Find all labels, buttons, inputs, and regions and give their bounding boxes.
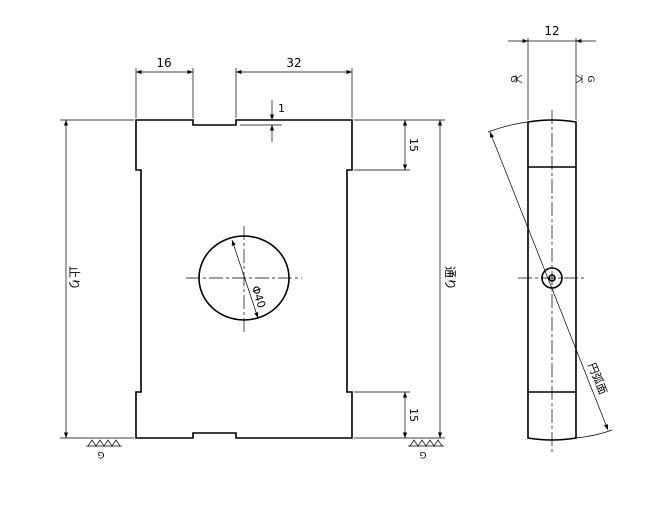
finish-mark-side-left: G [508,76,518,83]
front-plate-outline [135,119,353,439]
label-arc-surface: 円弧面 [585,361,610,397]
dim-15-bottom: 15 [407,408,420,422]
finish-mark-left: G [97,449,104,459]
dim-32: 32 [286,56,301,70]
dim-12: 12 [544,24,559,38]
finish-mark-side-right: G [585,76,595,83]
dim-1: 1 [278,102,285,115]
dim-15-top: 15 [407,138,420,152]
finish-mark-right: G [419,449,426,459]
label-pass: 通り [443,266,457,290]
label-stop: 止り [67,266,81,290]
dim-hole-diameter: Φ40 [249,284,268,310]
dim-16: 16 [156,56,171,70]
